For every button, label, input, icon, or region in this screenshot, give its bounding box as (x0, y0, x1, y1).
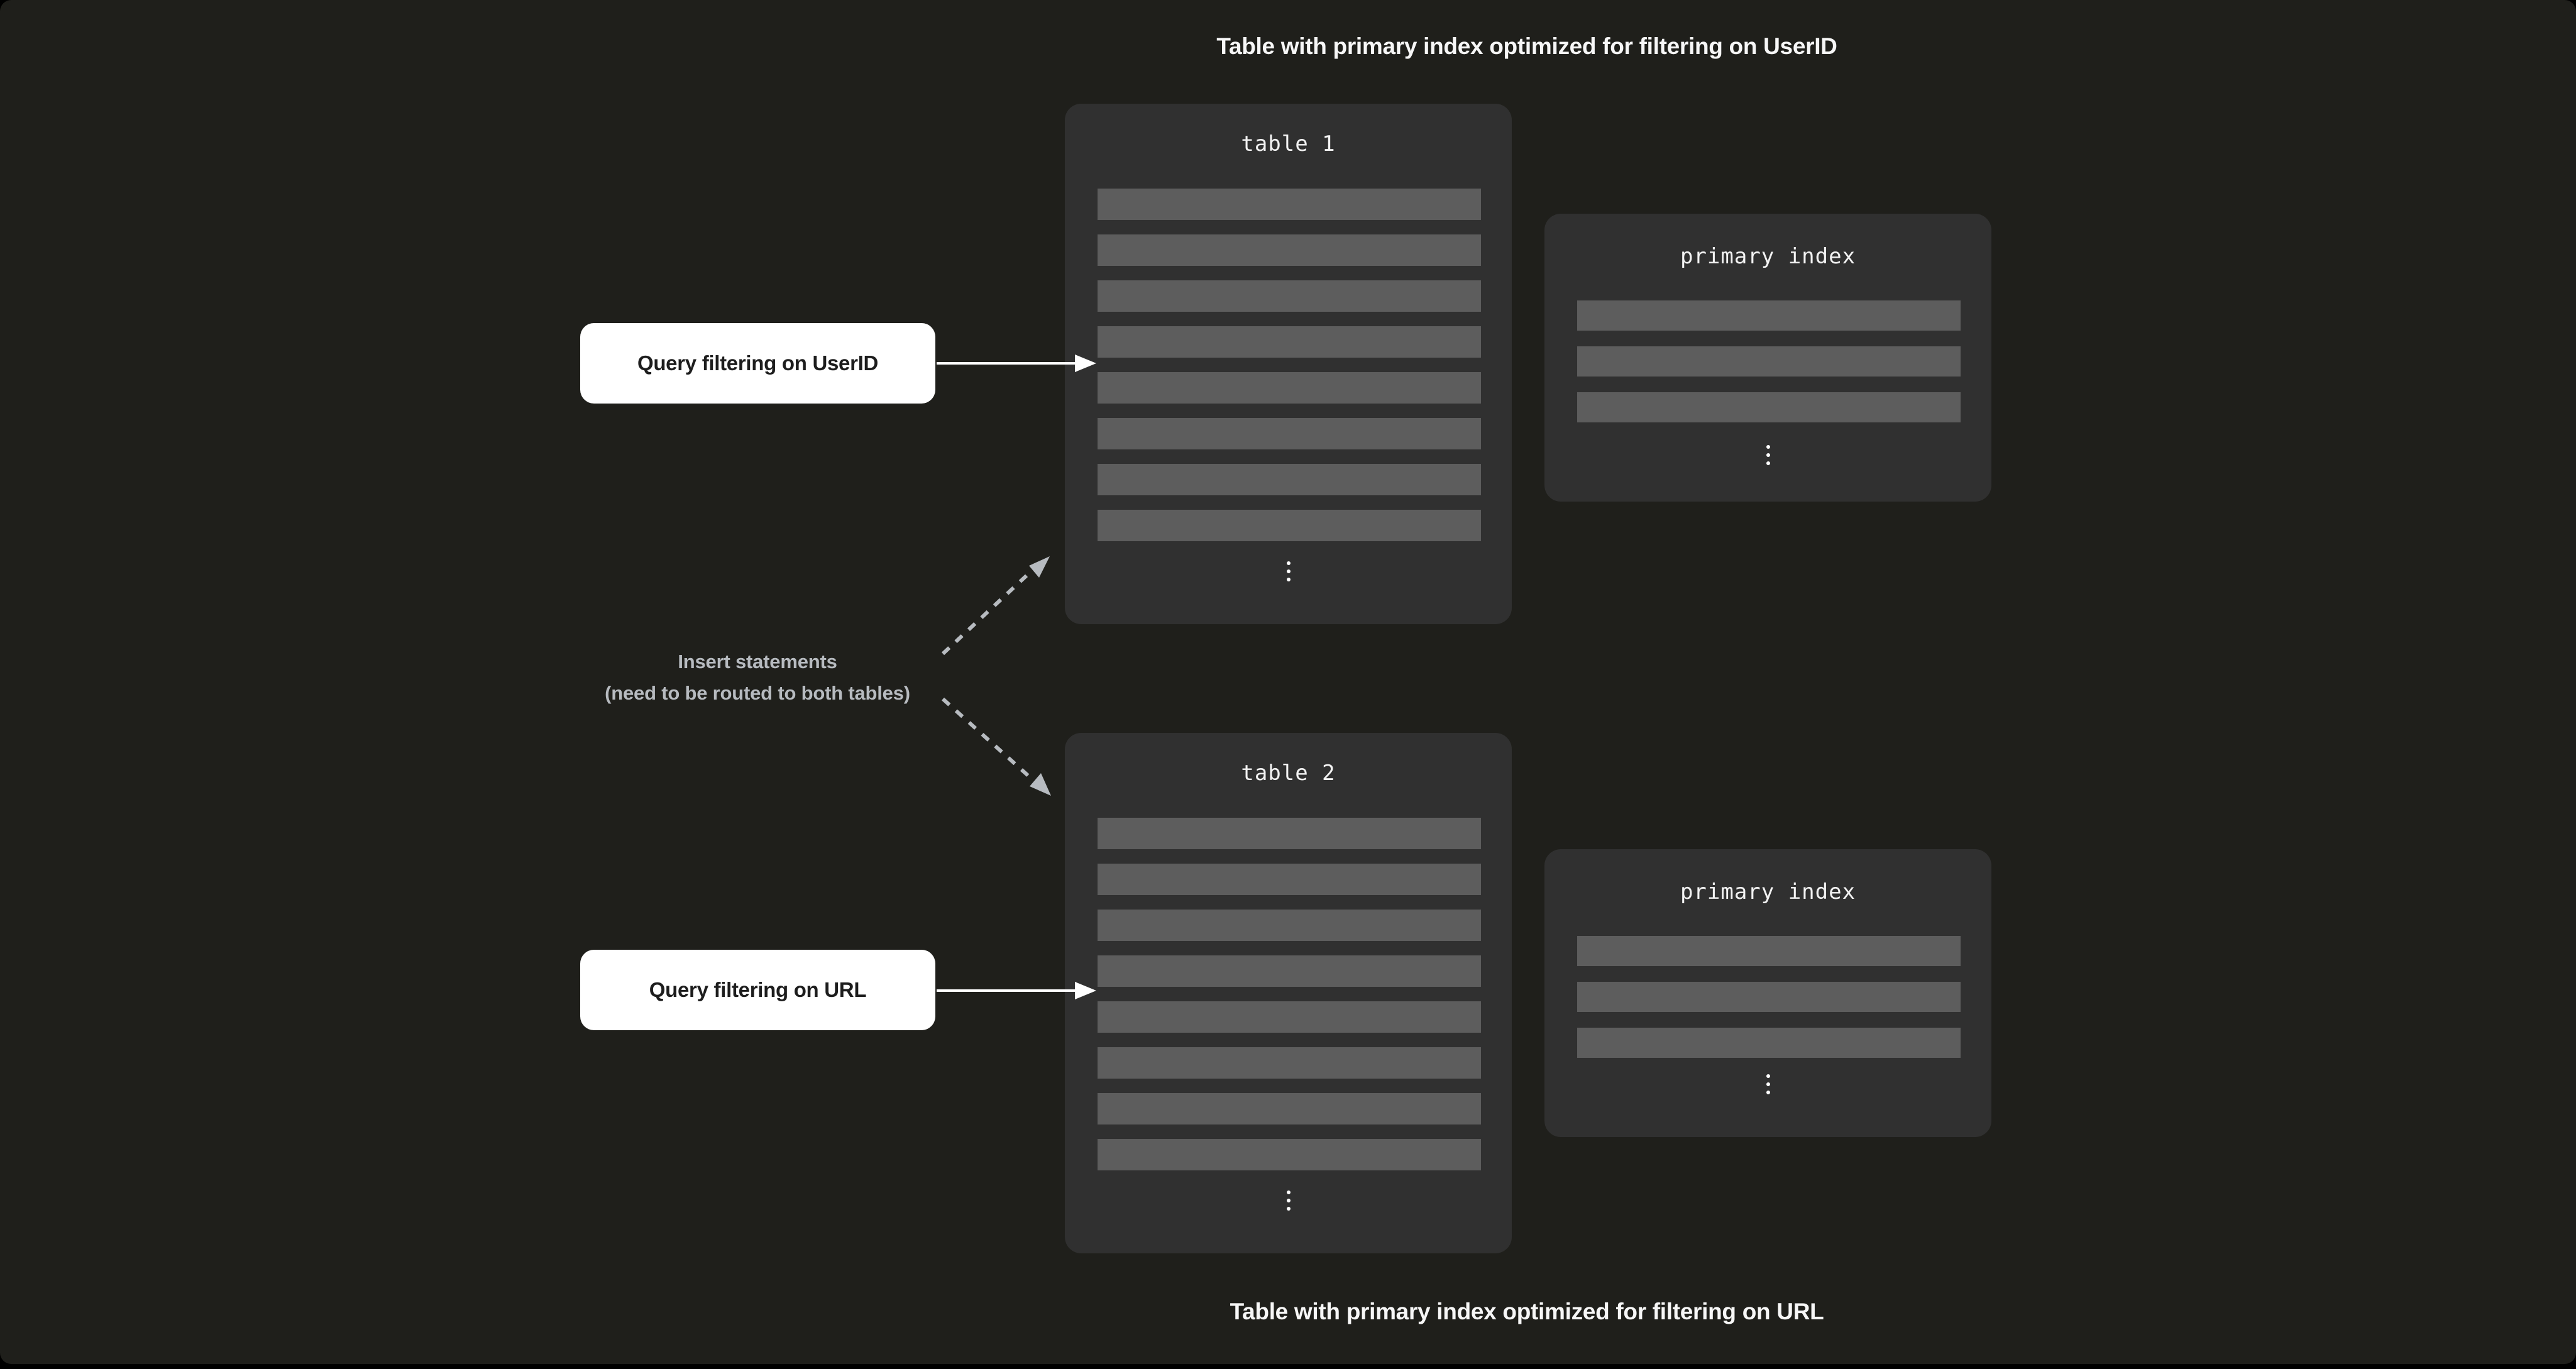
primary-index-2-box: primary index (1544, 849, 1991, 1137)
vertical-ellipsis-icon (1766, 445, 1770, 465)
table-2-box: table 2 (1065, 733, 1512, 1253)
query-userid-label: Query filtering on UserID (637, 351, 879, 375)
vertical-ellipsis-icon (1766, 1074, 1770, 1094)
bottom-caption: Table with primary index optimized for f… (1230, 1299, 1824, 1324)
placeholder-row-bar (1098, 955, 1481, 987)
placeholder-row-bar (1577, 936, 1961, 966)
placeholder-row-bar (1098, 1001, 1481, 1033)
placeholder-row-bar (1098, 418, 1481, 449)
dashed-arrow-icon (941, 556, 1050, 656)
placeholder-row-bar (1098, 818, 1481, 849)
primary-index-2-rows (1577, 936, 1961, 1058)
placeholder-row-bar (1098, 510, 1481, 541)
placeholder-row-bar (1098, 326, 1481, 358)
placeholder-row-bar (1098, 234, 1481, 266)
dashed-arrow-icon (941, 697, 1051, 796)
placeholder-row-bar (1098, 189, 1481, 220)
placeholder-row-bar (1577, 1028, 1961, 1058)
placeholder-row-bar (1098, 280, 1481, 312)
query-url-label: Query filtering on URL (649, 978, 867, 1001)
query-url-callout: Query filtering on URL (580, 950, 935, 1030)
vertical-ellipsis-icon (1286, 1190, 1291, 1211)
placeholder-row-bar (1098, 372, 1481, 404)
placeholder-row-bar (1098, 1047, 1481, 1079)
placeholder-row-bar (1577, 982, 1961, 1012)
placeholder-row-bar (1098, 864, 1481, 895)
insert-statements-label: Insert statements (need to be routed to … (566, 646, 949, 709)
primary-index-2-title: primary index (1680, 879, 1856, 904)
table-2-rows (1098, 818, 1481, 1170)
placeholder-row-bar (1098, 1093, 1481, 1124)
placeholder-row-bar (1577, 300, 1961, 331)
table-1-title: table 1 (1241, 131, 1336, 157)
table-2-title: table 2 (1241, 761, 1336, 786)
primary-index-1-rows (1577, 300, 1961, 422)
primary-index-1-title: primary index (1680, 244, 1856, 269)
insert-statements-line1: Insert statements (678, 651, 837, 673)
placeholder-row-bar (1098, 1139, 1481, 1170)
placeholder-row-bar (1098, 910, 1481, 941)
table-1-rows (1098, 189, 1481, 541)
query-userid-callout: Query filtering on UserID (580, 323, 935, 404)
placeholder-row-bar (1577, 346, 1961, 377)
top-caption: Table with primary index optimized for f… (1216, 33, 1837, 59)
insert-statements-line2: (need to be routed to both tables) (605, 682, 910, 704)
placeholder-row-bar (1577, 392, 1961, 422)
primary-index-1-box: primary index (1544, 214, 1991, 502)
vertical-ellipsis-icon (1286, 561, 1291, 581)
table-1-box: table 1 (1065, 104, 1512, 624)
placeholder-row-bar (1098, 464, 1481, 495)
